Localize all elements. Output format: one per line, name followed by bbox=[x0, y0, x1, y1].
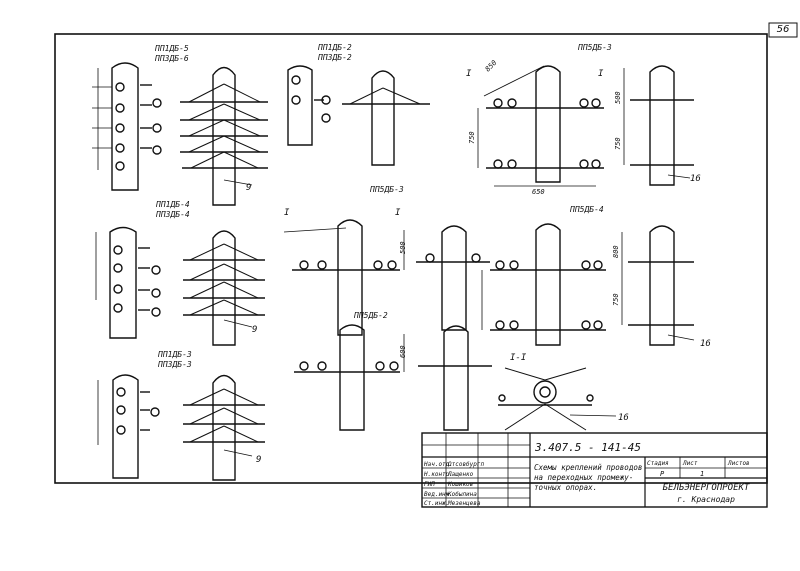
pp5db4-side bbox=[621, 225, 695, 346]
title-line-2: на переходных промежу- bbox=[534, 473, 633, 482]
section-mark-5: I-I bbox=[510, 353, 527, 363]
role-1: Нач.отд. bbox=[423, 461, 453, 468]
label-pp3db3: ПП3ДБ-3 bbox=[157, 360, 192, 369]
label-pp1db2: ПП1ДБ-2 bbox=[317, 43, 352, 52]
sheet-value: 1 bbox=[700, 470, 704, 478]
label-pp5db3-top: ПП5ДБ-3 bbox=[577, 43, 612, 52]
section-mark-2: I bbox=[395, 208, 401, 218]
org-name: БЕЛЬЭНЕРГОПРОЕКТ bbox=[663, 483, 750, 493]
role-3: ГИП bbox=[424, 481, 435, 488]
section-ii-detail bbox=[498, 367, 617, 431]
dim-800: 800 bbox=[612, 245, 620, 258]
pp5db3-front-view bbox=[283, 219, 405, 336]
title-line-1: Схемы креплений проводов bbox=[534, 463, 642, 472]
callout-9-c: 9 bbox=[256, 455, 261, 465]
pp5db3-top-side bbox=[623, 65, 694, 186]
callout-9-a: 9 bbox=[246, 183, 251, 193]
pp1db2-side-view bbox=[287, 65, 331, 146]
callout-16-c: 16 bbox=[618, 413, 629, 423]
title-line-3: точных опорах. bbox=[534, 483, 597, 492]
stage-value: Р bbox=[660, 470, 665, 478]
callout-9-b: 9 bbox=[252, 325, 257, 335]
name-2: Лащенко bbox=[447, 471, 474, 478]
dim-750-r2: 750 bbox=[612, 293, 620, 306]
sheets-header: Листов bbox=[727, 460, 750, 467]
name-4: Кобылина bbox=[447, 491, 477, 498]
callout-16-a: 16 bbox=[690, 174, 701, 184]
label-pp3db2: ПП3ДБ-2 bbox=[317, 53, 352, 62]
pp5db3-side-view bbox=[416, 225, 490, 331]
doc-code: 3.407.5 - 141-45 bbox=[534, 441, 641, 454]
page-number: 56 bbox=[776, 24, 790, 35]
dim-650: 650 bbox=[532, 188, 545, 196]
pp1db4-side-view bbox=[95, 226, 161, 339]
pp1db2-front-view bbox=[342, 70, 430, 166]
section-mark-3: I bbox=[466, 69, 472, 79]
dim-600b: 600 bbox=[399, 345, 407, 358]
label-pp5db3-mid: ПП5ДБ-3 bbox=[369, 185, 404, 194]
pp1db3-side-view bbox=[97, 374, 160, 479]
page-number-box bbox=[768, 22, 798, 38]
name-1: Отсовбургп bbox=[448, 461, 485, 468]
name-5: Мезенцева bbox=[447, 500, 481, 507]
pp5db3-top-front bbox=[477, 65, 604, 187]
dim-750: 750 bbox=[468, 131, 476, 144]
label-pp5db2: ПП5ДБ-2 bbox=[353, 311, 388, 320]
label-pp3db4: ПП3ДБ-4 bbox=[155, 210, 190, 219]
pp1db3-front-view bbox=[183, 374, 265, 481]
role-4: Вед.инж. bbox=[424, 491, 453, 498]
pp1db4-front-view bbox=[183, 230, 265, 346]
label-pp1db4: ПП1ДБ-4 bbox=[155, 200, 190, 209]
drawing-frame bbox=[54, 33, 768, 484]
dim-500: 500 bbox=[399, 241, 407, 254]
sheet-header: Лист bbox=[682, 460, 698, 467]
label-pp3db6: ПП3ДБ-6 bbox=[154, 54, 189, 63]
name-3: Кошиков bbox=[447, 481, 474, 488]
title-block bbox=[421, 432, 768, 508]
label-pp1db5: ПП1ДБ-5 bbox=[154, 44, 189, 53]
pp5db4-front bbox=[481, 223, 606, 346]
org-city: г. Краснодар bbox=[677, 495, 735, 504]
callout-16-b: 16 bbox=[700, 339, 711, 349]
dim-500-r: 500 bbox=[614, 91, 622, 104]
pp1db5-front-view bbox=[180, 66, 268, 206]
dim-750-r: 750 bbox=[614, 137, 622, 150]
pp5db2-front-view bbox=[294, 324, 405, 431]
label-pp1db3: ПП1ДБ-3 bbox=[157, 350, 192, 359]
role-5: Ст.инж. bbox=[424, 500, 449, 507]
pp1db5-side-view bbox=[92, 62, 162, 191]
dim-600: 850 bbox=[484, 59, 499, 74]
role-2: Н.контр. bbox=[423, 471, 453, 478]
label-pp5db4: ПП5ДБ-4 bbox=[569, 205, 604, 214]
stage-header: Стадия bbox=[647, 460, 669, 467]
section-mark-4: I bbox=[598, 69, 604, 79]
section-mark-1: I bbox=[284, 208, 290, 218]
pp5db2-side-view bbox=[418, 325, 492, 431]
